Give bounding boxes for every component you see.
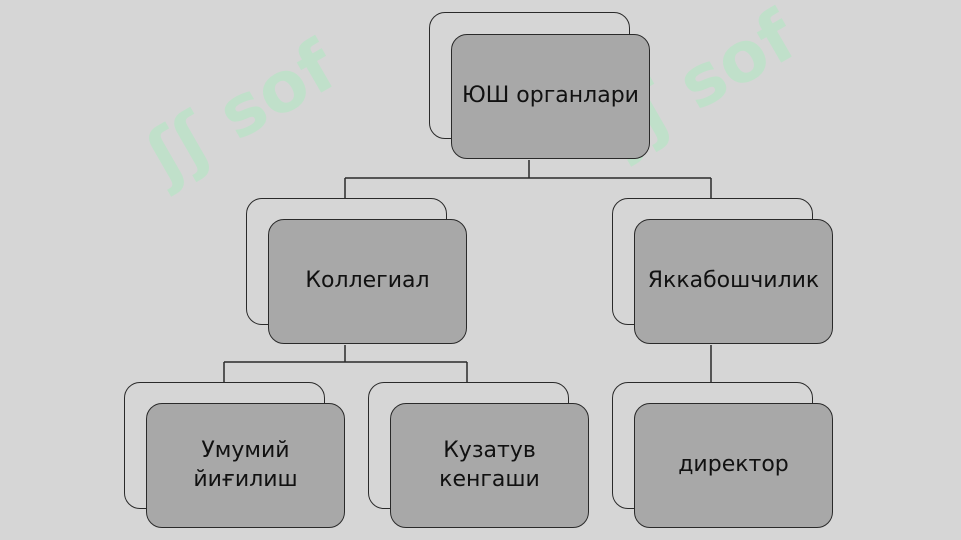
root-node: ЮШ органлари [451,34,650,159]
general-meeting-node: Умумий йиғилиш [146,403,345,528]
supervisory-board-node: Кузатув кенгаши [390,403,589,528]
sole-node: Яккабошчилик [634,219,833,344]
collegial-node: Коллегиал [268,219,467,344]
director-node: директор [634,403,833,528]
